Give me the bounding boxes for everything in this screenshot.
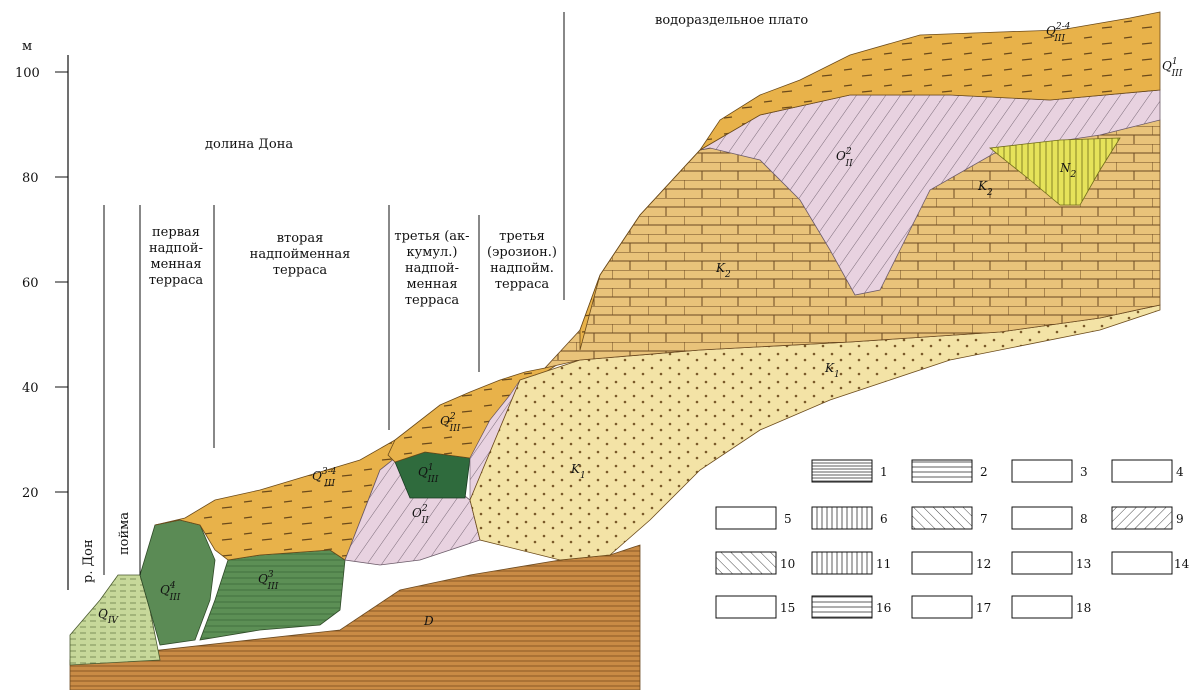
svg-text:надпой-: надпой- — [149, 241, 203, 256]
terrace3e-label: третья (эрозион.) надпойм. терраса — [487, 229, 557, 292]
svg-text:третья: третья — [499, 229, 545, 244]
svg-text:надпой-: надпой- — [405, 261, 459, 276]
svg-text:менная: менная — [150, 257, 201, 272]
svg-text:менная: менная — [406, 277, 457, 292]
terrace3a-label: третья (ак- кумул.) надпой- менная терра… — [394, 229, 469, 308]
valley-label: долина Дона — [205, 137, 293, 152]
tick-60: 60 — [22, 276, 39, 291]
svg-text:терраса: терраса — [273, 263, 328, 278]
svg-text:2: 2 — [980, 465, 988, 479]
svg-text:надпойменная: надпойменная — [250, 247, 351, 262]
svg-text:терраса: терраса — [405, 293, 460, 308]
tick-80: 80 — [22, 171, 39, 186]
svg-text:11: 11 — [876, 557, 891, 571]
svg-text:17: 17 — [976, 601, 991, 615]
svg-text:10: 10 — [780, 557, 795, 571]
terrace1-label: первая надпой- менная терраса — [149, 225, 204, 288]
svg-text:6: 6 — [880, 512, 888, 526]
elevation-axis: м 100 80 60 40 20 — [15, 39, 68, 590]
label-d: D — [423, 614, 434, 628]
legend: 1 2 3 4 5 6 7 8 9 10 11 12 13 14 15 16 1… — [716, 460, 1190, 618]
plateau-label: водораздельное плато — [655, 13, 808, 28]
svg-text:13: 13 — [1076, 557, 1091, 571]
svg-text:первая: первая — [152, 225, 200, 240]
tick-100: 100 — [15, 66, 40, 81]
svg-text:18: 18 — [1076, 601, 1091, 615]
svg-text:терраса: терраса — [495, 277, 550, 292]
tick-20: 20 — [22, 486, 39, 501]
tick-40: 40 — [22, 381, 39, 396]
svg-text:7: 7 — [980, 512, 988, 526]
svg-text:терраса: терраса — [149, 273, 204, 288]
svg-text:9: 9 — [1176, 512, 1184, 526]
svg-text:(эрозион.): (эрозион.) — [487, 245, 557, 260]
svg-text:кумул.): кумул.) — [407, 245, 458, 260]
stratum-terrace2-green — [200, 550, 345, 640]
axis-unit: м — [22, 39, 32, 54]
svg-text:14: 14 — [1174, 557, 1190, 571]
svg-text:12: 12 — [976, 557, 991, 571]
svg-text:15: 15 — [780, 601, 795, 615]
floodplain-label: пойма — [117, 512, 132, 555]
svg-text:8: 8 — [1080, 512, 1088, 526]
svg-text:вторая: вторая — [277, 231, 324, 246]
terrace2-label: вторая надпойменная терраса — [250, 231, 351, 278]
svg-text:16: 16 — [876, 601, 891, 615]
svg-text:4: 4 — [1176, 465, 1184, 479]
svg-text:третья (ак-: третья (ак- — [394, 229, 469, 244]
svg-text:надпойм.: надпойм. — [490, 261, 554, 276]
svg-text:1: 1 — [880, 465, 888, 479]
svg-text:5: 5 — [784, 512, 792, 526]
svg-text:3: 3 — [1080, 465, 1088, 479]
river-label: р. Дон — [81, 539, 96, 583]
